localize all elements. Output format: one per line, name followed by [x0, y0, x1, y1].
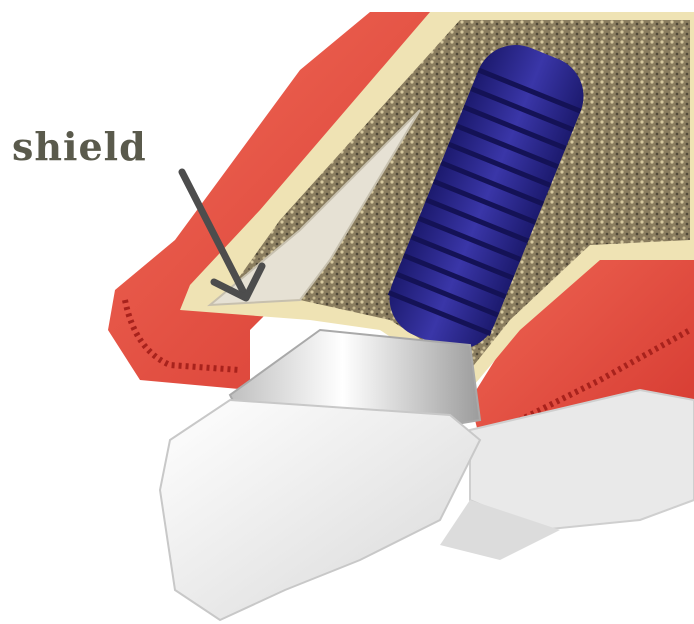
crown [160, 400, 480, 620]
shield-label: shield [12, 124, 147, 169]
